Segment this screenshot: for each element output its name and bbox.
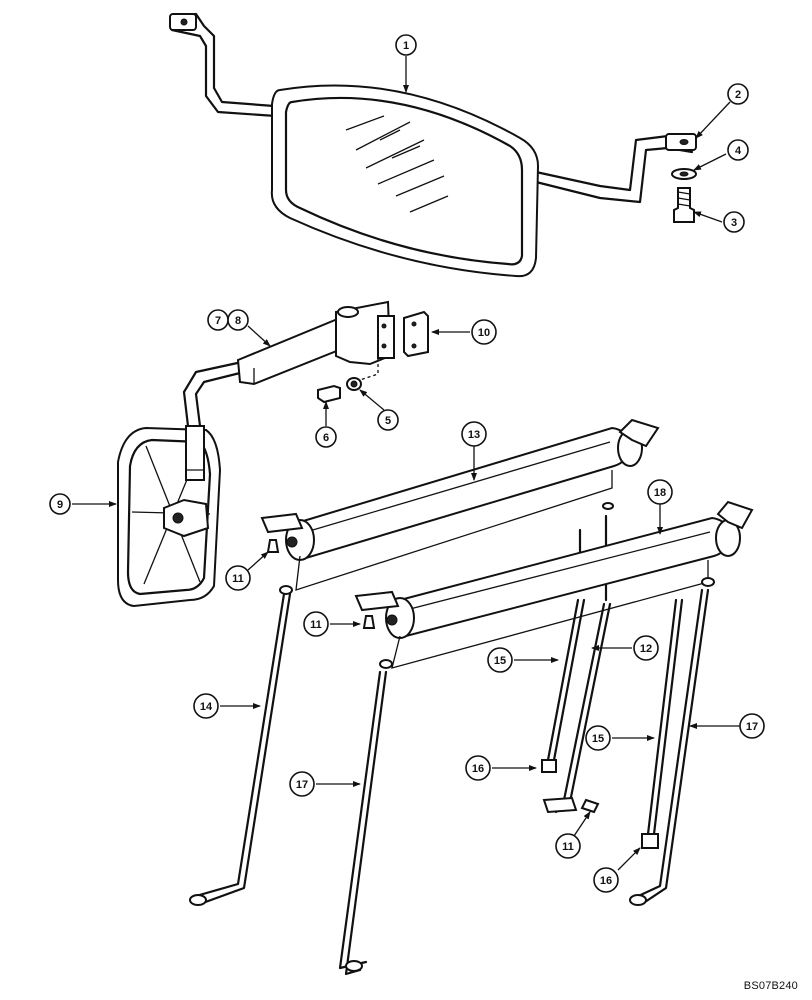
callout-8: 8 [227,309,249,331]
svg-text:6: 6 [323,432,329,444]
svg-text:15: 15 [494,655,506,667]
bolt-and-washer [671,168,697,223]
svg-text:5: 5 [385,415,391,427]
callout-3: 3 [723,211,745,233]
convex-mirror-assembly [117,300,429,608]
svg-text:13: 13 [468,429,480,441]
svg-text:16: 16 [472,763,484,775]
svg-text:9: 9 [57,499,63,511]
callout-16-b: 16 [593,867,619,893]
svg-text:2: 2 [735,89,741,101]
callout-14: 14 [193,693,219,719]
callout-5: 5 [377,409,399,431]
callout-11-a: 11 [225,565,251,591]
leader-lines [72,56,740,871]
svg-text:14: 14 [200,701,213,713]
callout-18: 18 [647,479,673,505]
svg-text:12: 12 [640,643,652,655]
large-mirror-assembly [169,12,697,278]
callout-11-b: 11 [303,611,329,637]
callout-17-b: 17 [739,713,765,739]
support-rods [189,588,710,976]
callout-7: 7 [207,309,229,331]
sun-visor-18 [354,500,754,669]
callout-16-a: 16 [465,755,491,781]
callout-10: 10 [471,319,497,345]
svg-text:15: 15 [592,733,604,745]
callout-1: 1 [395,34,417,56]
callout-17-a: 17 [289,771,315,797]
svg-text:16: 16 [600,875,612,887]
callout-6: 6 [315,426,337,448]
drawing-code: BS07B240 [743,980,798,992]
callout-9: 9 [49,493,71,515]
callout-12: 12 [633,635,659,661]
svg-text:1: 1 [403,40,409,52]
callout-13: 13 [461,421,487,447]
callout-15-a: 15 [487,647,513,673]
svg-text:4: 4 [735,145,742,157]
svg-text:10: 10 [478,327,490,339]
svg-text:17: 17 [746,721,758,733]
callout-2: 2 [727,83,749,105]
callout-11-c: 11 [555,833,581,859]
svg-text:8: 8 [235,315,241,327]
callout-4: 4 [727,139,749,161]
svg-text:11: 11 [310,619,322,631]
callout-15-b: 15 [585,725,611,751]
svg-text:7: 7 [215,315,221,327]
svg-text:11: 11 [562,841,574,853]
svg-text:18: 18 [654,487,666,499]
svg-text:17: 17 [296,779,308,791]
svg-text:11: 11 [232,573,244,585]
svg-text:3: 3 [731,217,737,229]
